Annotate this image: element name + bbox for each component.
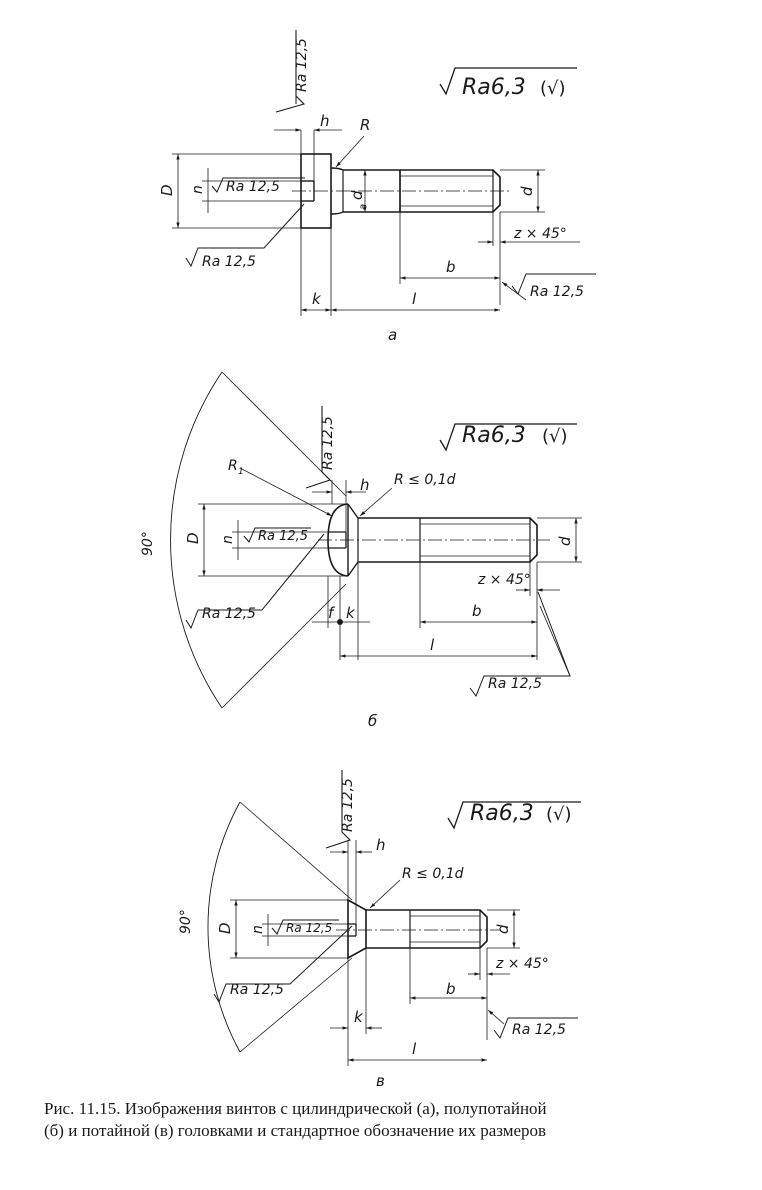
roughness-main-c: Ra6,3 bbox=[470, 801, 534, 826]
label-h-c: h bbox=[376, 836, 386, 854]
roughness-main-a: Ra6,3 bbox=[462, 75, 526, 100]
label-b-b: b bbox=[472, 602, 482, 620]
roughness-symbol-main-a bbox=[439, 67, 577, 96]
ra-right-b: Ra 12,5 bbox=[488, 676, 542, 692]
label-D-b: D bbox=[184, 532, 202, 544]
subfigure-b: б bbox=[368, 712, 377, 730]
ra-lower-a: Ra 12,5 bbox=[202, 254, 256, 270]
dimension-labels: Ra6,3 (√) Ra 12,5 h R D n Ra 12,5 Ra 12,… bbox=[140, 38, 584, 1090]
caption-line-1: Рис. 11.15. Изображения винтов с цилиндр… bbox=[44, 1099, 547, 1118]
label-90-b: 90° bbox=[140, 531, 156, 556]
label-n-c: n bbox=[250, 925, 266, 934]
label-R-a: R bbox=[360, 116, 370, 134]
roughness-suffix-b: (√) bbox=[542, 426, 568, 447]
figure-caption: Рис. 11.15. Изображения винтов с цилиндр… bbox=[44, 1098, 724, 1142]
label-D-a: D bbox=[158, 184, 176, 196]
label-l-a: l bbox=[412, 290, 417, 308]
ra-slot-b: Ra 12,5 bbox=[258, 529, 308, 544]
roughness-main-b: Ra6,3 bbox=[462, 423, 526, 448]
label-h-b: h bbox=[360, 476, 370, 494]
label-da-sub-a: a bbox=[358, 204, 369, 210]
roughness-symbol-top-a bbox=[92, 414, 194, 438]
label-l-c: l bbox=[412, 1040, 417, 1058]
label-d-b: d bbox=[556, 536, 574, 546]
ra-vertical-c: Ra 12,5 bbox=[340, 778, 356, 832]
ra-slot-c: Ra 12,5 bbox=[286, 921, 332, 935]
label-z45-b: z × 45° bbox=[477, 572, 531, 588]
label-da-a: d bbox=[348, 190, 366, 200]
label-h-a: h bbox=[320, 112, 330, 130]
screw-thread-c bbox=[366, 909, 488, 949]
screw-thread-b bbox=[358, 517, 538, 563]
ra-lower-b: Ra 12,5 bbox=[202, 606, 256, 622]
label-f-b: f bbox=[328, 604, 336, 622]
ra-right-c: Ra 12,5 bbox=[512, 1022, 566, 1038]
label-rmax-c: R ≤ 0,1d bbox=[402, 866, 464, 882]
roughness-symbol-vertical-a bbox=[275, 30, 306, 113]
figure-b bbox=[170, 371, 582, 709]
technical-drawing: Ra6,3 (√) Ra 12,5 h R D n Ra 12,5 Ra 12,… bbox=[92, 30, 596, 1090]
label-k-b: k bbox=[346, 604, 356, 622]
ra-lower-c: Ra 12,5 bbox=[230, 982, 284, 998]
label-R1-b: R bbox=[228, 458, 238, 474]
label-z45-a: z × 45° bbox=[513, 226, 567, 242]
roughness-suffix-c: (√) bbox=[546, 804, 572, 825]
label-d-c: d bbox=[494, 924, 512, 934]
label-90-c: 90° bbox=[178, 909, 194, 934]
label-z45-c: z × 45° bbox=[495, 956, 549, 972]
caption-line-2: (б) и потайной (в) головками и стандартн… bbox=[44, 1121, 547, 1140]
label-R1-sub-b: 1 bbox=[238, 467, 244, 477]
ra-right-a: Ra 12,5 bbox=[530, 284, 584, 300]
label-l-b: l bbox=[430, 636, 435, 654]
label-b-c: b bbox=[446, 980, 456, 998]
subfigure-a: а bbox=[388, 326, 397, 344]
figure-a bbox=[92, 30, 596, 438]
label-d-a: d bbox=[518, 186, 536, 196]
label-n-b: n bbox=[220, 535, 236, 544]
roughness-suffix-a: (√) bbox=[540, 78, 566, 99]
label-n-a: n bbox=[190, 185, 206, 194]
label-k-a: k bbox=[312, 290, 322, 308]
label-rmax-b: R ≤ 0,1d bbox=[394, 472, 456, 488]
subfigure-c: в bbox=[376, 1072, 385, 1090]
ra-slot-a: Ra 12,5 bbox=[226, 179, 280, 195]
screw-head-c bbox=[347, 898, 367, 960]
ra-vertical-a: Ra 12,5 bbox=[294, 38, 310, 92]
label-b-a: b bbox=[446, 258, 456, 276]
label-k-c: k bbox=[354, 1008, 364, 1026]
figure-c bbox=[207, 770, 581, 1066]
label-D-c: D bbox=[216, 922, 234, 934]
ra-vertical-b: Ra 12,5 bbox=[320, 416, 336, 470]
